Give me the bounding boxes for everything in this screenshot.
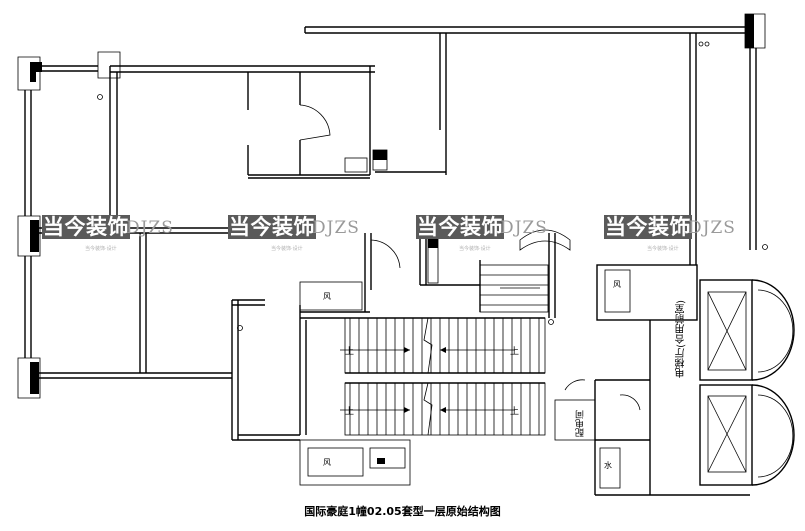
column-left-mid: [17, 215, 41, 257]
watermark-brand-en: DJZS: [500, 218, 548, 238]
watermark-brand-cn: 当今装饰: [416, 215, 504, 239]
elevator-hall-label: 电梯厅(合用前室): [676, 300, 687, 378]
wind-label: 风: [323, 292, 331, 301]
stair-up-label: 上: [345, 347, 355, 357]
elevator-core: [554, 264, 795, 496]
wind-label: 风: [613, 280, 621, 289]
round-feature: [519, 229, 571, 251]
drawing-caption: 国际豪庭1幢02.05套型一层原始结构图: [304, 505, 501, 518]
water-label: 水: [604, 461, 612, 470]
stair-up-label: 上: [345, 407, 355, 417]
watermark-brand-cn: 当今装饰: [228, 215, 316, 239]
watermark-subtitle: 当今装饰·设计: [85, 246, 117, 252]
bottom-shaft: [299, 281, 411, 486]
watermark-brand-cn: 当今装饰: [604, 215, 692, 239]
watermark-brand-en: DJZS: [312, 218, 360, 238]
column-top-left: [97, 51, 121, 79]
wind-label: 风: [323, 458, 331, 467]
door-swings: [370, 237, 439, 284]
watermark-subtitle: 当今装饰·设计: [271, 246, 303, 252]
upper-room: [109, 33, 447, 228]
top-wall: [304, 26, 750, 34]
column-left-top: [17, 56, 42, 91]
stair-up-label: 上: [510, 407, 520, 417]
watermark-brand-en: DJZS: [688, 218, 736, 238]
small-stair: [479, 264, 549, 313]
watermark-brand-en: DJZS: [126, 218, 174, 238]
column-left-bottom: [17, 357, 41, 399]
drain-markers: [97, 94, 768, 331]
watermark-subtitle: 当今装饰·设计: [459, 246, 491, 252]
distribution-room-label: 配电间: [576, 410, 586, 437]
stair-up-label: 上: [510, 347, 520, 357]
watermark-brand-cn: 当今装饰: [42, 215, 130, 239]
main-stair: [340, 317, 546, 436]
watermark-subtitle: 当今装饰·设计: [647, 246, 679, 252]
column-top-right: [744, 13, 766, 49]
